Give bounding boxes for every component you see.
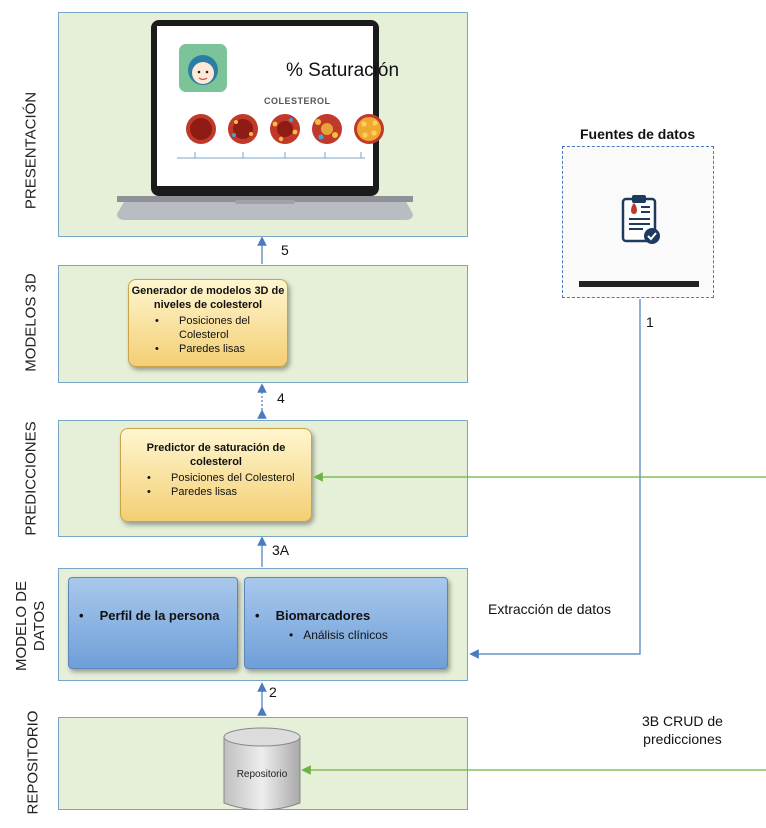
generador-box: Generador de modelos 3D de niveles de co…	[128, 279, 288, 367]
generador-title: Generador de modelos 3D de niveles de co…	[131, 285, 285, 311]
medical-report-icon	[621, 195, 660, 244]
generador-item: Posiciones del Colesterol	[155, 314, 287, 342]
label-extraccion: Extracción de datos	[488, 601, 611, 617]
generador-item: Paredes lisas	[155, 342, 287, 356]
predictor-title: Predictor de saturación de colesterol	[146, 442, 286, 468]
predictor-item: Paredes lisas	[147, 485, 311, 499]
perfil-text: Perfil de la persona	[99, 608, 220, 623]
predictor-box: Predictor de saturación de colesterol Po…	[120, 428, 312, 522]
biomarcadores-box: • Biomarcadores • Análisis clínicos	[244, 577, 448, 669]
predictor-item: Posiciones del Colesterol	[147, 471, 311, 485]
label-2: 2	[269, 684, 277, 700]
bullet: •	[79, 608, 84, 623]
face-icon	[179, 44, 227, 92]
label-1: 1	[646, 314, 654, 330]
biomarcadores-title-row: • Biomarcadores	[255, 608, 370, 623]
artery-icons	[186, 114, 384, 144]
label-3a: 3A	[272, 542, 290, 558]
label-crud-line2: predicciones	[643, 731, 722, 747]
repositorio-label: Repositorio	[236, 769, 288, 780]
label-crud: 3B CRUD de predicciones	[642, 712, 723, 748]
bullet: •	[289, 628, 294, 642]
bullet: •	[255, 608, 260, 623]
fuentes-footer-bar	[579, 281, 699, 287]
biomarcadores-item: Análisis clínicos	[303, 628, 388, 642]
label-crud-line1: 3B CRUD de	[642, 713, 723, 729]
biomarcadores-title: Biomarcadores	[275, 608, 371, 623]
screen-title: % Saturación	[286, 60, 400, 81]
label-4: 4	[277, 390, 285, 406]
arrow-1	[469, 299, 641, 659]
label-5: 5	[281, 242, 289, 258]
screen-subtitle: COLESTEROL	[264, 96, 331, 106]
fuentes-title: Fuentes de datos	[580, 126, 696, 142]
predictor-list: Posiciones del Colesterol Paredes lisas	[121, 471, 311, 499]
biomarcadores-item-row: • Análisis clínicos	[289, 628, 388, 642]
perfil-box: • Perfil de la persona	[68, 577, 238, 669]
laptop-image	[117, 20, 413, 220]
fuentes-box	[562, 146, 714, 298]
perfil-label: • Perfil de la persona	[79, 608, 220, 623]
generador-list: Posiciones del Colesterol Paredes lisas	[129, 314, 287, 356]
connectors	[257, 236, 766, 775]
